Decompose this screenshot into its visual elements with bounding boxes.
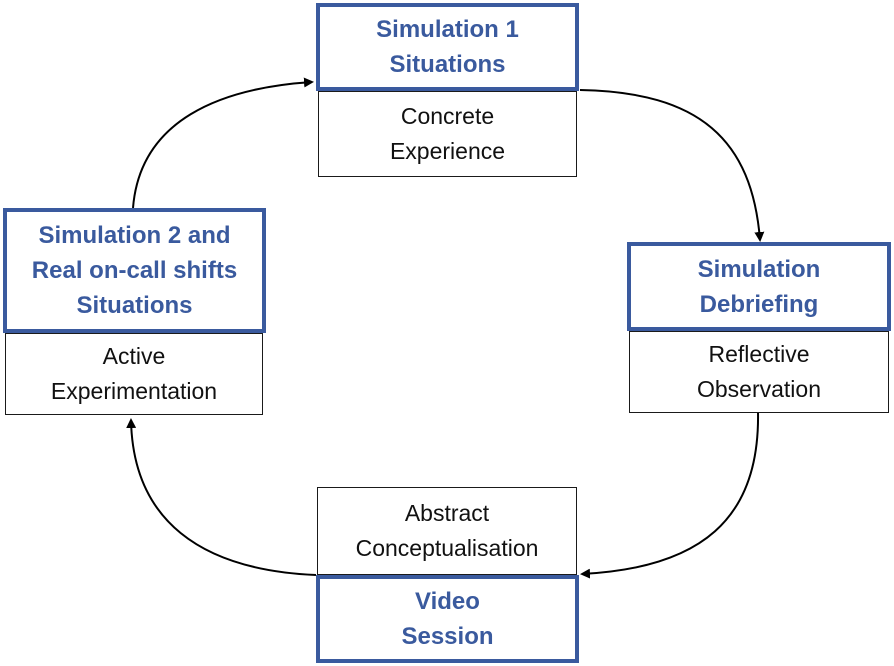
arrow-top-to-right	[579, 89, 765, 242]
stage-bottom-situation-line-2: Session	[401, 623, 494, 650]
arrow-bottom-to-left	[126, 418, 317, 576]
stage-bottom-phase-box: Abstract Conceptualisation	[317, 487, 577, 575]
stage-top-phase-line-2: Experience	[389, 138, 506, 164]
stage-bottom-situation-box: Video Session	[316, 575, 579, 663]
stage-bottom-phase-line-1: Abstract	[404, 500, 490, 526]
stage-left-phase-line-2: Experimentation	[50, 378, 218, 404]
stage-top-phase-line-1: Concrete	[400, 103, 495, 129]
stage-right-situation-line-2: Debriefing	[699, 290, 819, 318]
arrow-right-to-bottom	[580, 411, 760, 579]
stage-top-situation-box: Simulation 1 Situations	[316, 3, 579, 91]
stage-left-situation-box: Simulation 2 and Real on-call shifts Sit…	[3, 208, 266, 333]
stage-left-situation-line-3: Situations	[76, 292, 193, 319]
arrow-left-to-top	[132, 77, 314, 209]
stage-right-situation-line-1: Simulation	[697, 255, 821, 283]
stage-left-phase-box: Active Experimentation	[5, 333, 263, 415]
stage-left-phase-line-1: Active	[102, 343, 166, 369]
stage-left-situation-line-1: Simulation 2 and	[38, 222, 231, 249]
stage-bottom-situation-line-1: Video	[415, 588, 480, 615]
stage-top-phase-box: Concrete Experience	[318, 91, 577, 177]
stage-right-phase-line-2: Observation	[696, 376, 821, 402]
stage-top-situation-line-1: Simulation 1	[376, 16, 519, 43]
stage-top-situation-line-2: Situations	[389, 51, 506, 78]
stage-right-phase-line-1: Reflective	[708, 341, 810, 367]
stage-right-phase-box: Reflective Observation	[629, 331, 889, 413]
stage-right-situation-box: Simulation Debriefing	[627, 242, 891, 331]
stage-bottom-phase-line-2: Conceptualisation	[355, 535, 539, 561]
stage-left-situation-line-2: Real on-call shifts	[31, 257, 238, 284]
